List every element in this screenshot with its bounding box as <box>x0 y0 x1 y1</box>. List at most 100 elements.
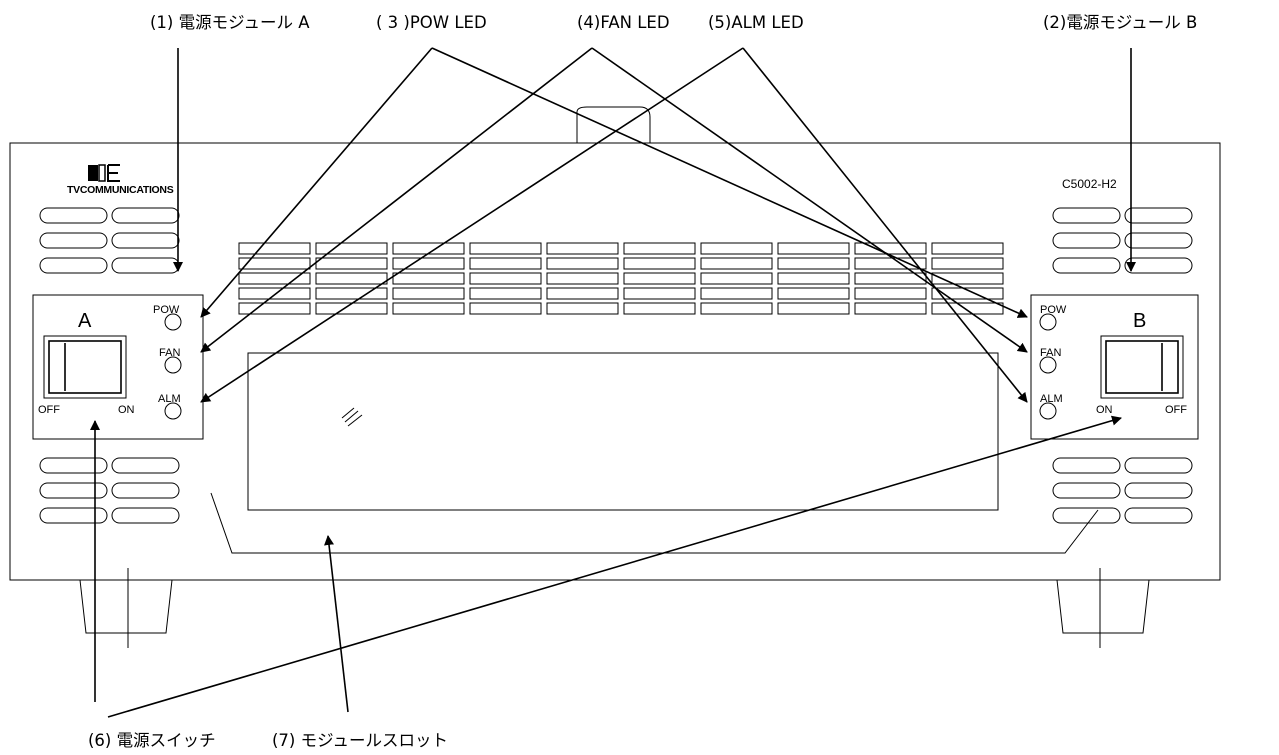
side-vent-slot <box>1052 482 1121 499</box>
side-vent-slot <box>1052 232 1121 249</box>
center-vent-slot <box>854 272 927 285</box>
side-vent-slot <box>1124 232 1193 249</box>
top-handle <box>576 106 651 143</box>
center-vent-slot <box>392 257 465 270</box>
module-a-alm-led <box>164 402 182 420</box>
brand-logo-mark <box>88 164 120 182</box>
center-vent-slot <box>238 257 311 270</box>
side-vent-slot <box>1052 507 1121 524</box>
center-vent-slot <box>777 287 850 300</box>
module-a-alm-label: ALM <box>158 393 181 405</box>
center-vent-slot <box>700 272 773 285</box>
module-a-letter: A <box>78 310 92 332</box>
center-vent-slot <box>700 302 773 315</box>
slot-bracket-line <box>210 492 1099 554</box>
arrow-switch-b <box>107 415 1122 718</box>
center-vent-slot <box>238 272 311 285</box>
center-vent-slot <box>854 242 927 255</box>
center-vent-slot <box>623 257 696 270</box>
module-a-power-switch[interactable] <box>43 335 127 399</box>
callout-module-a: (1) 電源モジュール A <box>150 13 310 32</box>
left-foot <box>79 568 173 648</box>
model-number: C5002-H2 <box>1062 177 1117 191</box>
center-vent-slot <box>546 287 619 300</box>
side-vent-slot <box>1124 482 1193 499</box>
module-a-fan-led <box>164 356 182 374</box>
center-vent-slot <box>777 242 850 255</box>
arrow-fan-a <box>200 47 593 353</box>
center-vent-slot <box>777 257 850 270</box>
center-vent-slot <box>546 272 619 285</box>
side-vent-slot <box>111 507 180 524</box>
callout-module-slot: (7) モジュールスロット <box>272 731 448 750</box>
center-vent-slot <box>700 257 773 270</box>
arrow-fan-b <box>591 47 1028 353</box>
center-vent-slot <box>392 242 465 255</box>
side-vent-slot <box>39 457 108 474</box>
center-vent-slot <box>469 272 542 285</box>
center-vent-slot <box>854 257 927 270</box>
chassis-outline <box>9 142 1221 581</box>
module-b-fan-label: FAN <box>1040 347 1061 359</box>
power-module-a: A OFF ON POW FAN ALM <box>32 294 204 440</box>
center-vent-slot <box>931 302 1004 315</box>
center-vent-slot <box>469 287 542 300</box>
arrow-pow-a <box>200 47 433 318</box>
side-vent-slot <box>1124 257 1193 274</box>
center-vent-slot <box>469 302 542 315</box>
center-vent-slot <box>931 242 1004 255</box>
module-b-power-switch[interactable] <box>1100 335 1184 399</box>
center-vent-slot <box>469 242 542 255</box>
center-vent-slot <box>546 242 619 255</box>
module-b-fan-led <box>1039 356 1057 374</box>
side-vent-slot <box>39 482 108 499</box>
leader-lines <box>90 47 1136 718</box>
side-vent-slot <box>111 457 180 474</box>
center-vent-slot <box>931 272 1004 285</box>
callout-alm-led: (5)ALM LED <box>708 13 804 32</box>
center-vent-slot <box>315 287 388 300</box>
side-vent-slot <box>39 507 108 524</box>
brand-name: TVCOMMUNICATIONS <box>67 184 174 196</box>
module-a-switch-off-label: OFF <box>38 404 60 416</box>
module-b-alm-led <box>1039 402 1057 420</box>
module-b-switch-on-label: ON <box>1096 404 1113 416</box>
arrow-alm-b <box>742 47 1028 403</box>
module-b-panel <box>1030 294 1199 440</box>
side-vents <box>39 207 1193 524</box>
center-vent-slot <box>623 287 696 300</box>
right-foot <box>1056 568 1150 648</box>
center-vent-slot <box>931 287 1004 300</box>
arrow-alm-a <box>200 47 744 403</box>
module-b-pow-led <box>1039 313 1057 331</box>
callout-module-b: (2)電源モジュール B <box>1043 13 1197 32</box>
center-vent-slot <box>315 242 388 255</box>
side-vent-slot <box>111 232 180 249</box>
center-vent-slot <box>315 257 388 270</box>
module-b-pow-label: POW <box>1040 304 1067 316</box>
side-vent-slot <box>111 257 180 274</box>
center-vent-slot <box>854 287 927 300</box>
side-vent-slot <box>111 482 180 499</box>
center-vent-slot <box>238 287 311 300</box>
side-vent-slot <box>1124 457 1193 474</box>
side-vent-slot <box>1052 457 1121 474</box>
arrow-module-slot <box>324 535 349 713</box>
center-vent-slot <box>623 272 696 285</box>
center-vent-slot <box>931 257 1004 270</box>
center-vent-slot <box>623 302 696 315</box>
center-vent-grid <box>238 242 1004 315</box>
center-vent-slot <box>854 302 927 315</box>
module-a-panel <box>32 294 204 440</box>
side-vent-slot <box>39 257 108 274</box>
center-vent-slot <box>700 287 773 300</box>
side-vent-slot <box>1124 207 1193 224</box>
module-b-alm-label: ALM <box>1040 393 1063 405</box>
center-vent-slot <box>777 302 850 315</box>
callout-power-switch: (6) 電源スイッチ <box>88 731 216 750</box>
module-b-letter: B <box>1133 310 1146 332</box>
module-a-fan-label: FAN <box>159 347 180 359</box>
glass-reflection-mark <box>341 407 363 427</box>
callout-pow-led: ( 3 )POW LED <box>376 13 487 32</box>
